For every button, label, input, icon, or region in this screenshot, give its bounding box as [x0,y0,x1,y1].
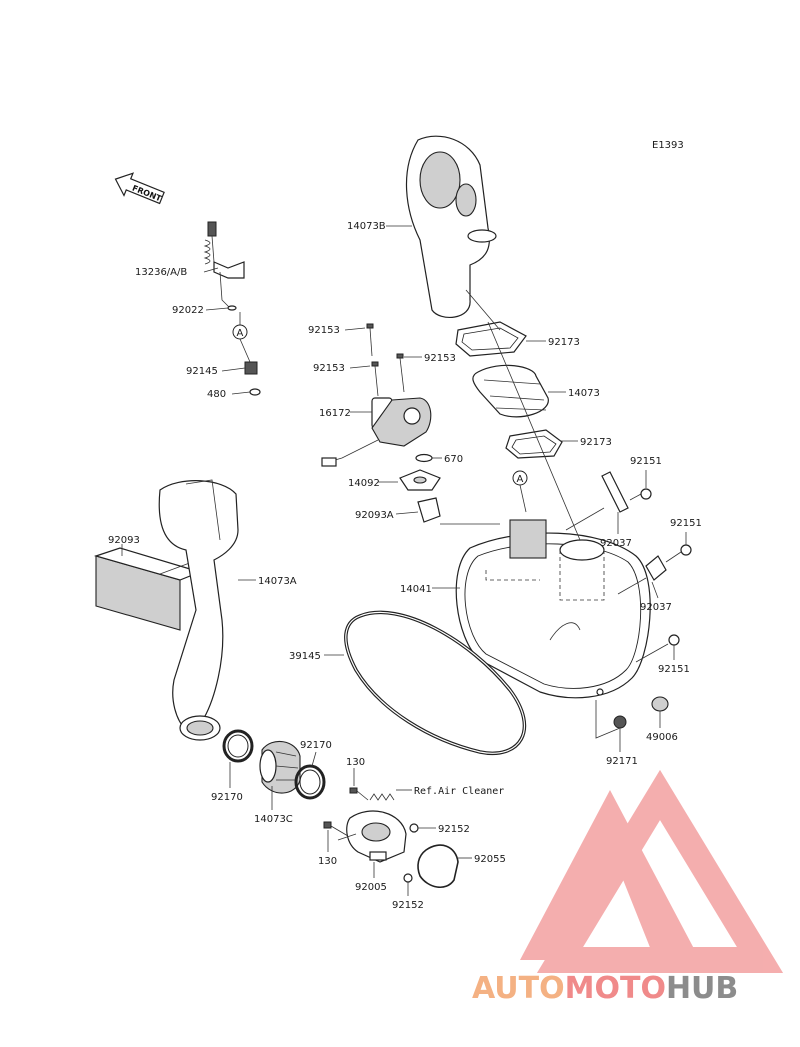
gasket-92173-lower [505,429,563,459]
label-92173-lower: 92173 [580,437,612,448]
callout-a-left-letter: A [237,328,244,339]
label-92037-b: 92037 [640,602,672,613]
label-92153-b: 92153 [313,363,345,374]
actuator-16172 [321,397,432,467]
label-92170-a: 92170 [211,792,243,803]
cable-assembly-13236 [203,221,245,311]
label-14041: 14041 [400,584,432,595]
watermark-moto: MOTO [565,971,666,1006]
bracket-92037-a [601,471,629,513]
label-92151-c: 92151 [658,664,690,675]
label-14073: 14073 [568,388,600,399]
label-92153-c: 92153 [424,353,456,364]
label-92145: 92145 [186,366,218,377]
label-92005: 92005 [355,882,387,893]
bolt-92153-a [366,323,374,357]
part-92152-b [403,873,413,883]
watermark-hub: HUB [666,971,738,1006]
part-92171 [613,715,627,729]
bolt-92151-b [665,544,692,563]
watermark-triangle-left [520,790,700,960]
cvt-cover-14041 [455,519,651,699]
part-92022 [227,305,237,311]
label-92022: 92022 [172,305,204,316]
gasket-92173-upper [455,321,527,357]
label-92151-a: 92151 [630,456,662,467]
label-92152-b: 92152 [392,900,424,911]
label-130-a: 130 [346,757,365,768]
boot-14073 [472,364,549,418]
housing-92005 [346,810,407,863]
filter-92093 [93,547,202,631]
gasket-92093A [417,497,441,523]
reference-note: Ref.Air Cleaner [414,786,504,797]
part-49006 [651,696,669,712]
bolt-92151-c [668,634,680,646]
spring-ref-air-cleaner [369,793,395,801]
part-92152-a [409,823,419,833]
label-13236: 13236/A/B [135,267,187,278]
label-49006: 49006 [646,732,678,743]
label-14073C: 14073C [254,814,293,825]
label-92055: 92055 [474,854,506,865]
part-92145 [244,361,258,375]
label-92173-upper: 92173 [548,337,580,348]
watermark-logo [520,769,784,973]
part-14092 [399,469,441,491]
watermark-text: AUTOMOTOHUB [472,971,738,1006]
watermark-auto: AUTO [472,971,565,1006]
label-130-b: 130 [318,856,337,867]
part-670 [415,453,433,463]
bolt-130-b [323,821,349,837]
front-arrow-icon: FRONT [114,172,165,205]
bracket-92037-b [645,555,667,581]
label-14092: 14092 [348,478,380,489]
duct-14073A [158,479,239,741]
label-92151-b: 92151 [670,518,702,529]
label-92093A: 92093A [355,510,394,521]
label-92153-a: 92153 [308,325,340,336]
sleeve-14073C [259,740,301,794]
bolt-130-a [349,787,369,801]
label-16172: 16172 [319,408,351,419]
label-14073B: 14073B [347,221,386,232]
label-670: 670 [444,454,463,465]
diagram-code: E1393 [652,140,684,151]
bolt-92153-b [371,361,379,397]
part-480 [249,388,261,396]
duct-14073B [405,135,497,318]
label-14073A: 14073A [258,576,297,587]
bolt-92153-c [396,353,405,393]
callout-a-right-letter: A [517,474,524,485]
label-39145: 39145 [289,651,321,662]
label-92152-a: 92152 [438,824,470,835]
bolt-92151-a [629,488,652,501]
label-92037-a: 92037 [600,538,632,549]
label-92093: 92093 [108,535,140,546]
clamp-92170-a [222,729,254,763]
label-480: 480 [207,389,226,400]
drive-belt-39145 [344,610,527,755]
clamp-92170-b [294,764,326,800]
label-92170-b: 92170 [300,740,332,751]
label-92171: 92171 [606,756,638,767]
gasket-92055 [417,844,459,888]
watermark-triangle-right [536,769,784,973]
